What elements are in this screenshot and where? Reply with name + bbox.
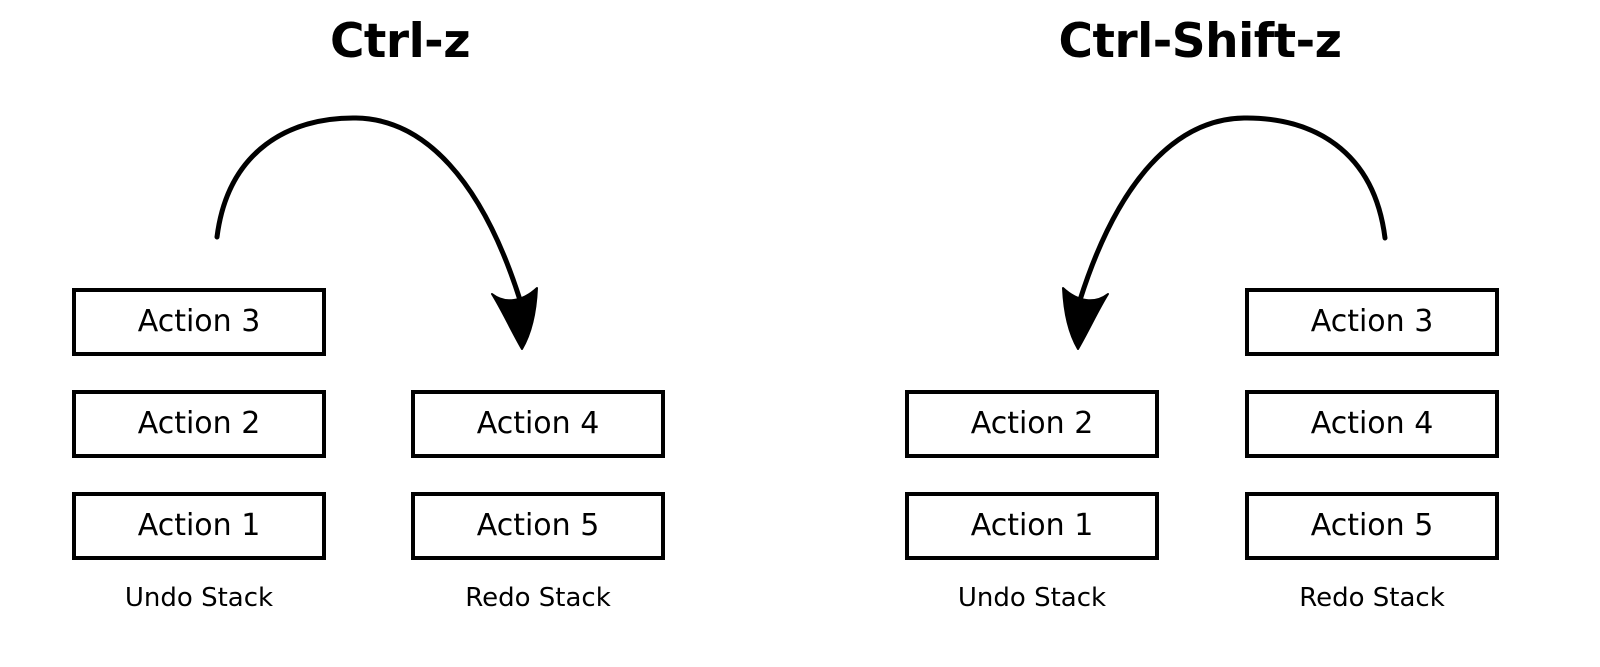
stack-slot[interactable]: Action 3 — [72, 288, 326, 356]
action-box[interactable]: Action 5 — [411, 492, 665, 560]
stack-slot-empty — [411, 288, 665, 356]
stack-label-undo: Undo Stack — [957, 583, 1107, 613]
stack-slot[interactable]: Action 2 — [72, 390, 326, 458]
panel-title-ctrl-shift-z: Ctrl-Shift-z — [1058, 14, 1342, 69]
action-box[interactable]: Action 4 — [1245, 390, 1499, 458]
action-box-empty — [905, 288, 1159, 356]
action-box[interactable]: Action 1 — [905, 492, 1159, 560]
stack-slot[interactable]: Action 5 — [411, 492, 665, 560]
panel-ctrl-z: Ctrl-z Action 3 Action 2 Action 1 Undo S… — [72, 14, 665, 613]
action-box-empty — [411, 288, 665, 356]
stack-slot[interactable]: Action 4 — [411, 390, 665, 458]
stack-slot-empty — [905, 288, 1159, 356]
stack-slot[interactable]: Action 1 — [72, 492, 326, 560]
action-box[interactable]: Action 3 — [72, 288, 326, 356]
action-box[interactable]: Action 2 — [905, 390, 1159, 458]
action-box[interactable]: Action 2 — [72, 390, 326, 458]
action-box[interactable]: Action 4 — [411, 390, 665, 458]
action-box[interactable]: Action 3 — [1245, 288, 1499, 356]
stack-label-undo: Undo Stack — [124, 583, 274, 613]
action-box[interactable]: Action 5 — [1245, 492, 1499, 560]
stack-slot[interactable]: Action 4 — [1245, 390, 1499, 458]
stack-slot[interactable]: Action 2 — [905, 390, 1159, 458]
stack-label-redo: Redo Stack — [1299, 583, 1445, 613]
stack-slot[interactable]: Action 3 — [1245, 288, 1499, 356]
stack-slot[interactable]: Action 5 — [1245, 492, 1499, 560]
stack-slot[interactable]: Action 1 — [905, 492, 1159, 560]
stack-label-redo: Redo Stack — [465, 583, 611, 613]
panel-ctrl-shift-z: Ctrl-Shift-z Action 2 Action 1 Undo Stac… — [800, 0, 1600, 667]
action-box[interactable]: Action 1 — [72, 492, 326, 560]
panel-title-ctrl-z: Ctrl-z — [329, 14, 471, 69]
